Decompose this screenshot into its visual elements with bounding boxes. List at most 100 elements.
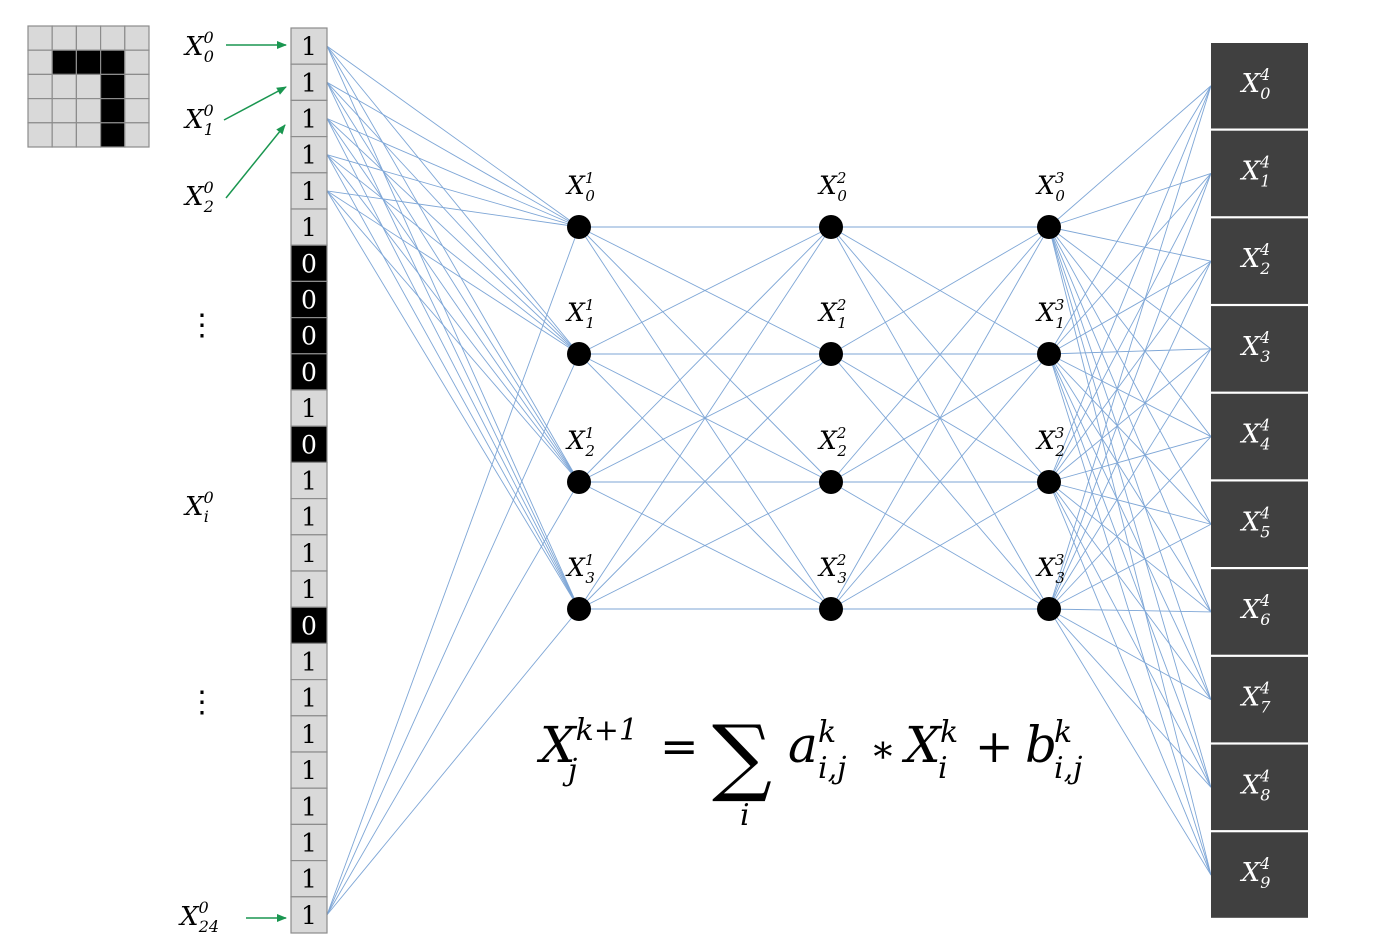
neuron-node [819, 470, 843, 494]
input-cell-value: 1 [301, 503, 317, 532]
input-cell [290, 715, 328, 753]
connection-line [326, 154, 580, 483]
connection-line [830, 353, 1050, 610]
connection-line [326, 118, 580, 228]
connection-line [326, 353, 580, 916]
input-cell-value: 1 [301, 68, 317, 97]
connection-line [1048, 353, 1212, 613]
formula-x: X [901, 716, 943, 774]
connection-line [578, 353, 832, 610]
formula-times: ∗ [870, 727, 896, 771]
connection-line [1048, 226, 1212, 525]
output-node-box [1211, 832, 1308, 918]
pixel-cell [99, 49, 126, 76]
digit-pixel-grid [27, 25, 150, 148]
connection-line [1048, 173, 1212, 610]
connection-line [326, 82, 580, 483]
neuron-node [567, 597, 591, 621]
neuron-node [1037, 215, 1061, 239]
formula-equals: = [660, 719, 699, 773]
formula-b-sub: i,j [1054, 751, 1082, 786]
connection-line [1048, 353, 1212, 437]
connection-line [578, 226, 832, 483]
input-cell-value: 1 [301, 539, 317, 568]
connection-line [326, 118, 580, 483]
neuron-node [567, 215, 591, 239]
connection-line [1048, 226, 1212, 788]
connection-line [1048, 353, 1212, 788]
input-cell [290, 606, 328, 645]
input-cell [290, 787, 328, 826]
input-cell-value: 1 [301, 684, 317, 713]
connection-line [1048, 226, 1212, 350]
connection-line [1048, 481, 1212, 525]
formula-a-sup: k [818, 715, 836, 750]
pixel-cell [75, 97, 102, 124]
input-cell-value: 0 [301, 358, 317, 387]
formula-sum-symbol: ∑ [712, 707, 772, 805]
input-cell [290, 859, 328, 898]
input-cell-value: 1 [301, 213, 317, 242]
output-node-box [1211, 306, 1308, 392]
pixel-cell [99, 73, 126, 100]
connection-line [1048, 85, 1212, 355]
connection-line [326, 154, 580, 355]
connection-line [326, 154, 580, 610]
connection-line [1048, 523, 1212, 610]
connection-line [1048, 348, 1212, 610]
connection-line [1048, 226, 1212, 262]
connection-line [326, 608, 580, 916]
pixel-cell [124, 49, 150, 76]
input-cell [290, 642, 328, 681]
neuron-node [567, 342, 591, 366]
neuron-node [819, 215, 843, 239]
input-pointer-arrows [223, 41, 287, 922]
formula-x-sub: i [938, 751, 948, 786]
pixel-cell [51, 25, 78, 51]
input-cell-value: 0 [301, 430, 317, 459]
formula-sum-index: i [740, 798, 750, 833]
connection-lines [326, 45, 1212, 916]
formula-a-sub: i,j [818, 751, 846, 786]
pixel-cell [124, 97, 150, 124]
arrow-x1 [223, 86, 287, 121]
neuron-node [819, 597, 843, 621]
connection-line [326, 81, 580, 228]
input-cell-value: 1 [301, 829, 317, 858]
pixel-cell [75, 73, 102, 100]
input-cell-value: 1 [301, 467, 317, 496]
connection-line [1048, 608, 1212, 876]
connection-line [1048, 481, 1212, 876]
connection-line [830, 226, 1050, 483]
output-node-box [1211, 569, 1308, 655]
output-node-box [1211, 393, 1308, 480]
connection-line [326, 118, 580, 355]
connection-line [1048, 85, 1212, 483]
input-cell-value: 1 [301, 177, 317, 206]
input-cell-value: 1 [301, 792, 317, 821]
input-cell-value: 0 [301, 249, 317, 278]
connection-line [326, 190, 580, 610]
pixel-cell [51, 97, 78, 124]
pixel-cell [27, 73, 53, 100]
formula-b-sup: k [1054, 715, 1072, 750]
pixel-cell [27, 25, 53, 51]
connection-line [326, 45, 580, 610]
connection-line [326, 118, 580, 610]
connection-line [1048, 226, 1212, 437]
input-cell [290, 136, 328, 174]
connection-line [1048, 481, 1212, 700]
